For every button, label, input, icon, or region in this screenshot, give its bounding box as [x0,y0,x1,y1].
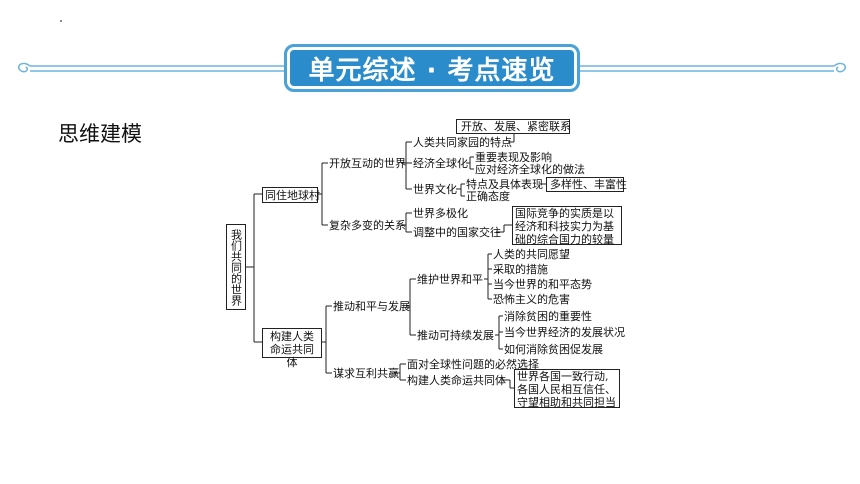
banner-title: 单元综述 · 考点速览 [308,55,556,86]
node-poverty-importance: 消除贫困的重要性 [504,310,592,323]
node-correct-attitude: 正确态度 [466,190,510,203]
node-economy-status: 当今世界经济的发展状况 [504,326,625,339]
node-joint-action-box: 世界各国一致行动,各国人民相互信任、守望相助和共同担当 [514,369,620,409]
node-culture-features: 特点及具体表现 [466,178,543,191]
node-state-relations: 调整中的国家交往 [413,226,501,239]
node-globalization: 经济全球化 [413,157,468,170]
node-competition-box: 国际竞争的实质是以经济和科技实力为基础的综合国力的较量 [512,206,622,246]
node-peace-development: 推动和平与发展 [333,300,410,313]
node-open-world: 开放互动的世界 [329,157,406,170]
node-inevitable-choice: 面对全球性问题的必然选择 [407,358,539,371]
node-world-culture: 世界文化 [413,183,457,196]
node-eliminate-poverty: 如何消除贫困促发展 [504,343,603,356]
node-globalization-impact: 重要表现及影响 [475,151,552,164]
node-peace-situation: 当今世界的和平态势 [493,278,592,291]
node-home-features: 人类共同家园的特点 [413,136,512,149]
mindmap-root: 我们共同的世界 [226,224,246,310]
decoration-dot [60,20,62,22]
node-win-win: 谋求互利共赢 [333,367,399,380]
node-terrorism-harm: 恐怖主义的危害 [493,293,570,306]
node-common-wish: 人类的共同愿望 [493,248,570,261]
node-measures: 采取的措施 [493,263,548,276]
node-maintain-peace: 维护世界和平 [417,273,483,286]
node-build-community: 构建人类命运共同体 [407,374,506,387]
node-same-village: 同住地球村 [262,187,320,203]
node-community-future: 构建人类命运共同体 [262,328,322,369]
node-sustainable: 推动可持续发展 [417,329,494,342]
section-title: 思维建模 [58,122,142,146]
node-open-develop-box: 开放、发展、紧密联系 [456,119,571,134]
node-complex-relations: 复杂多变的关系 [329,219,406,232]
root-label: 我们共同的世界 [229,228,243,306]
node-globalization-response: 应对经济全球化的做法 [475,163,585,176]
node-multipolar: 世界多极化 [413,207,468,220]
node-diversity-box: 多样性、丰富性 [546,177,627,192]
section-banner: 单元综述 · 考点速览 [284,44,580,92]
